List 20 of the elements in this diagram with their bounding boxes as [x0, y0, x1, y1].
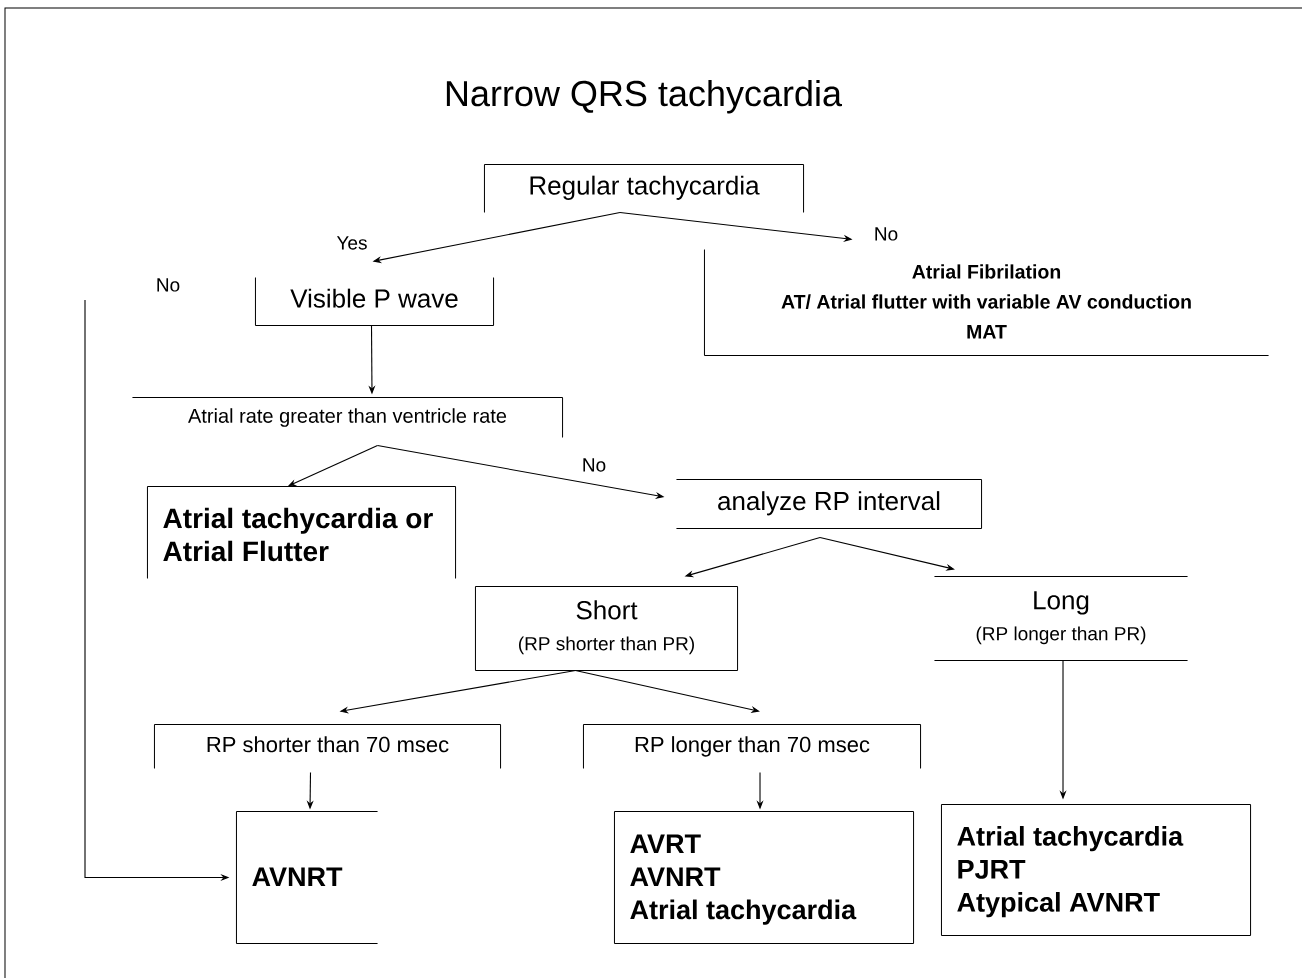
arrow	[819, 537, 955, 571]
decision-box: Atrial rate greater than ventricle rate	[131, 396, 564, 439]
edge-label: No	[154, 277, 182, 293]
decision-box: Visible P wave	[254, 276, 495, 327]
decision-box: Long (RP longer than PR)	[933, 575, 1189, 662]
diagnosis-box: AVNRT	[235, 810, 379, 945]
process-box: analyze RP interval	[675, 478, 983, 530]
diagnosis-box: Atrial tachycardia or Atrial Flutter	[146, 485, 457, 580]
decision-box: RP shorter than 70 msec	[153, 723, 502, 770]
edge-label: No	[872, 226, 900, 242]
diagnosis-box: Atrial Fibrilation AT/ Atrial flutter with variable AV conduction MAT	[703, 248, 1270, 357]
diagnosis-box: Atrial tachycardia PJRT Atypical AVNRT	[940, 803, 1252, 937]
diagnosis-box: AVRT AVNRT Atrial tachycardia	[613, 810, 915, 945]
title: Narrow QRS tachycardia	[446, 79, 842, 114]
edge-label: Yes	[335, 235, 369, 251]
decision-box: RP longer than 70 msec	[582, 723, 922, 770]
arrow	[574, 670, 760, 713]
decision-box: Short (RP shorter than PR)	[474, 585, 739, 672]
edge-label: No	[580, 457, 608, 473]
decision-box: Regular tachycardia	[483, 163, 805, 214]
